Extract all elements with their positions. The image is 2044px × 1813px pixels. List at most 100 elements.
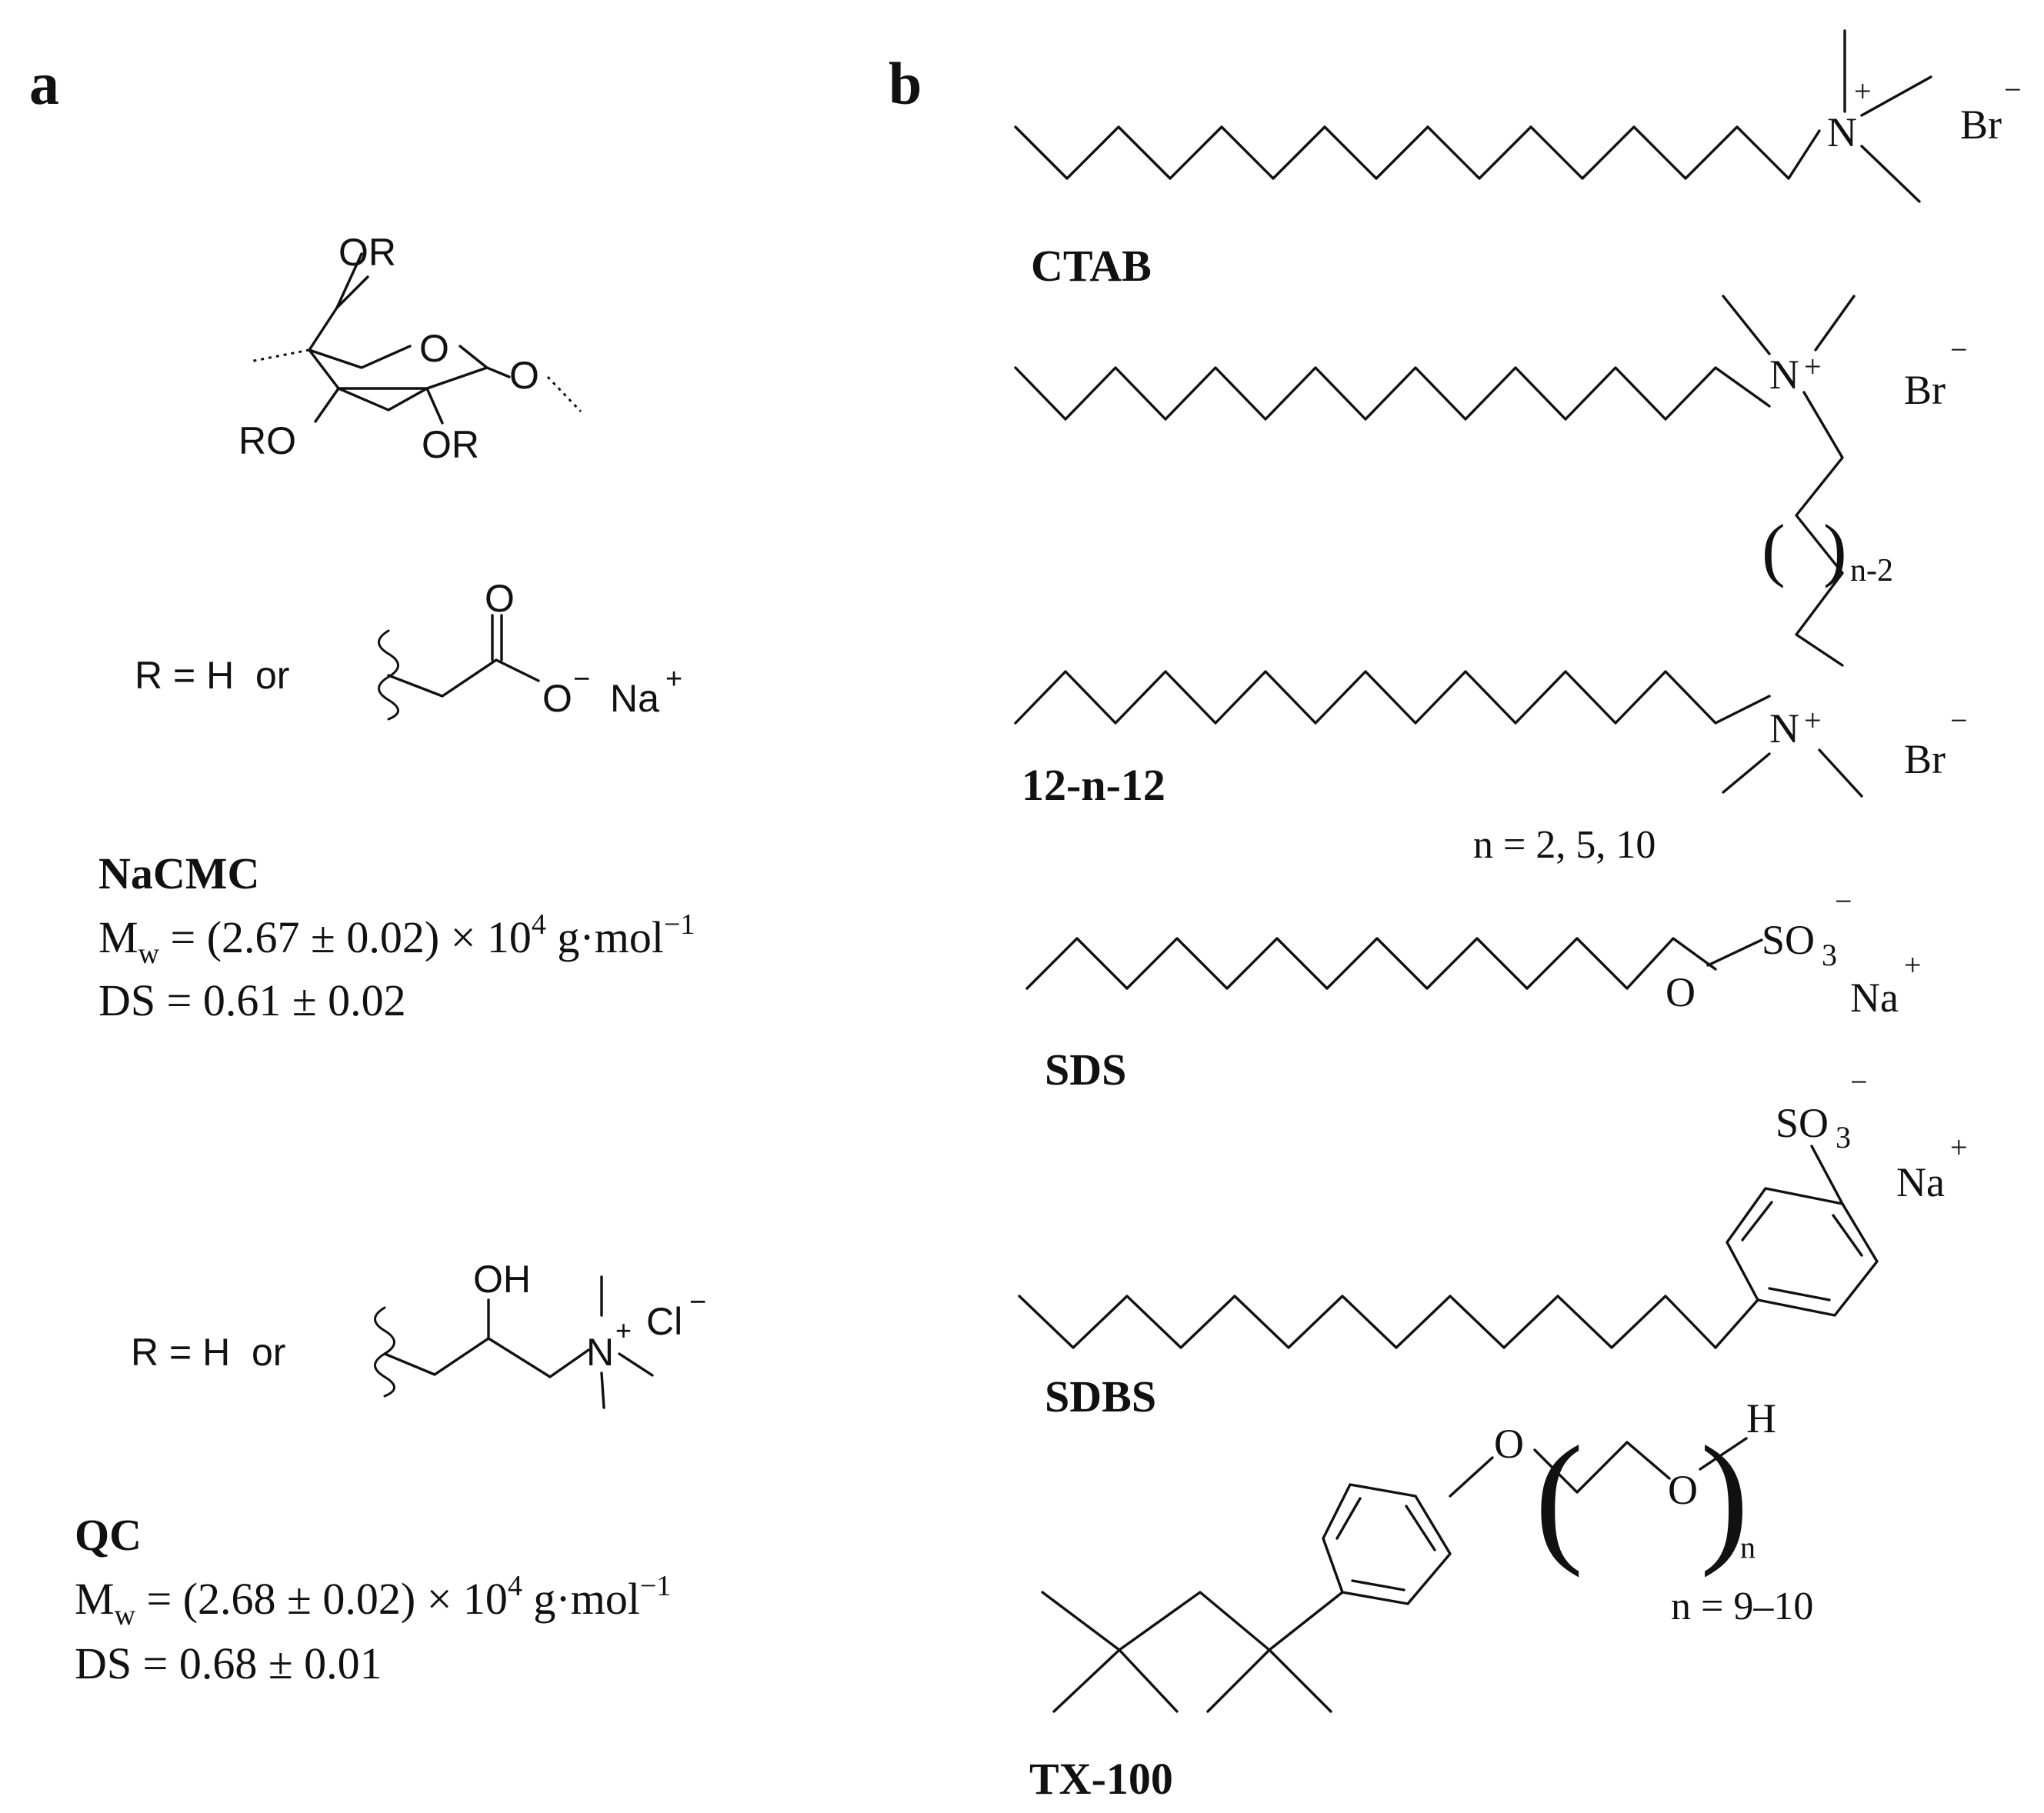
sds-o-s-bond (1706, 938, 1763, 967)
sdbs-name: SDBS (1045, 1371, 1156, 1421)
qc-substituent-structure: R = H or OH N + Cl − (131, 1258, 706, 1409)
qc-chain-bonds (383, 1337, 590, 1378)
tx100-name: TX-100 (1029, 1754, 1173, 1804)
sdbs-benzyl-bond (1714, 1298, 1759, 1349)
sds-name: SDS (1045, 1045, 1126, 1095)
glucose-left-linkage (249, 348, 310, 363)
gemini-top-methyl-bonds (1722, 295, 1856, 355)
gemini-top-nitrogen: N (1769, 352, 1799, 398)
sdbs-counterion: Na (1896, 1159, 1945, 1205)
qc-wavy-bond (374, 1306, 395, 1398)
tx100-terminal-bond (1699, 1437, 1748, 1471)
tx100-benzene-ring (1322, 1483, 1452, 1605)
qc-nitrogen-charge: + (615, 1315, 632, 1346)
ctab-counterion-charge: − (2004, 72, 2022, 107)
qc-counterion: Cl (646, 1300, 682, 1343)
gemini-n-values: n = 2, 5, 10 (1473, 823, 1656, 867)
gemini-bottom-alkyl-chain (1014, 670, 1771, 725)
sds-structure: O SO 3 − Na + SDS (1025, 884, 1922, 1095)
tx100-ethoxy-bonds (1533, 1441, 1671, 1494)
gemini-spacer-bonds (1795, 391, 1844, 667)
nacmc-substituent-structure: R = H or O O − Na + (135, 577, 682, 721)
nacmc-carboxylate-charge: − (573, 663, 590, 695)
gemini-repeat-subscript: n-2 (1850, 553, 1893, 588)
ctab-alkyl-chain (1014, 125, 1821, 180)
tx100-ether-oxygen: O (1494, 1421, 1524, 1467)
tx100-repeat-oxygen: O (1668, 1467, 1698, 1513)
gemini-top-counterion-charge: − (1950, 332, 1968, 367)
qc-nitrogen: N (586, 1331, 614, 1374)
sdbs-benzene-ring (1726, 1187, 1879, 1317)
tx100-repeat-subscript: n (1740, 1530, 1756, 1565)
panel-a: a OR O O RO OR R = H or O O − Na + (29, 50, 706, 1688)
sdbs-alkyl-chain (1018, 1295, 1717, 1349)
qc-r-definition: R = H or (131, 1331, 285, 1374)
sdbs-benzene-inner-bonds (1741, 1201, 1863, 1301)
gemini-name: 12-n-12 (1022, 760, 1165, 810)
glucose-substituent-right: OR (422, 423, 479, 466)
nacmc-r-definition: R = H or (135, 654, 289, 697)
qc-name: QC (75, 1510, 142, 1560)
tx100-repeat-open-paren: ( (1535, 1417, 1583, 1578)
tx100-structure: O O H ( ) n n = 9–10 TX-100 (1029, 1395, 1813, 1804)
sds-alkyl-chain (1025, 937, 1717, 990)
glucose-substituent-left: RO (238, 419, 296, 462)
sds-sulfonate-charge: − (1835, 884, 1852, 918)
panel-b-label: b (889, 50, 922, 117)
qc-methyl-bonds (600, 1275, 654, 1409)
nacmc-chain-bonds (387, 658, 540, 698)
gemini-bottom-methyl-bonds (1722, 748, 1863, 798)
nacmc-name: NaCMC (98, 848, 259, 898)
tx100-ether-bond (1449, 1456, 1494, 1498)
nacmc-carbonyl-oxygen: O (485, 577, 515, 620)
sdbs-sulfonate-charge: − (1850, 1065, 1868, 1099)
gemini-bottom-nitrogen: N (1769, 705, 1799, 752)
nacmc-counterion-charge: + (665, 663, 682, 695)
gemini-top-nitrogen-charge: + (1804, 349, 1822, 384)
sds-sulfonate: SO (1762, 917, 1815, 963)
nacmc-molecular-weight: Mw = (2.67 ± 0.02) × 104 g·mol−1 (98, 908, 695, 970)
ctab-counterion: Br (1960, 102, 2002, 148)
panel-b: b N + Br − CTAB N + N + Br − Br − ( (889, 29, 2022, 1804)
gemini-repeat-open-paren: ( (1762, 510, 1786, 588)
qc-degree-of-substitution: DS = 0.68 ± 0.01 (75, 1638, 382, 1688)
glucose-ring-oxygen: O (419, 327, 449, 370)
sds-sulfonate-subscript: 3 (1822, 938, 1837, 972)
ctab-structure: N + Br − CTAB (1014, 29, 2022, 291)
sdbs-sulfonate: SO (1776, 1100, 1829, 1146)
tx100-n-values: n = 9–10 (1671, 1585, 1813, 1628)
nacmc-carboxylate-oxygen: O (542, 677, 572, 720)
tx100-repeat-close-paren: ) (1700, 1417, 1749, 1578)
ctab-nitrogen: N (1827, 109, 1857, 155)
sdbs-s-bond (1810, 1145, 1844, 1205)
gemini-top-alkyl-chain (1014, 366, 1771, 421)
sds-counterion: Na (1850, 975, 1899, 1021)
ctab-nitrogen-charge: + (1854, 74, 1872, 108)
qc-molecular-weight: Mw = (2.68 ± 0.02) × 104 g·mol−1 (75, 1570, 671, 1631)
tx100-terminal-hydrogen: H (1746, 1395, 1776, 1441)
nacmc-carbonyl-bond (491, 614, 503, 662)
gemini-repeat-close-paren: ) (1823, 510, 1847, 588)
gemini-12-n-12-structure: N + N + Br − Br − ( ) n-2 12-n-12 n = 2,… (1014, 295, 1968, 867)
glucose-unit-structure: OR O O RO OR (238, 231, 582, 466)
sdbs-structure: SO 3 − Na + SDBS (1018, 1065, 1968, 1421)
ctab-name: CTAB (1031, 241, 1152, 291)
glucose-c6-bond (335, 252, 363, 309)
panel-a-label: a (29, 50, 59, 117)
glucose-ring-bonds (308, 275, 511, 425)
glucose-right-linkage (546, 375, 582, 413)
gemini-bottom-counterion-charge: − (1950, 703, 1968, 738)
nacmc-degree-of-substitution: DS = 0.61 ± 0.02 (98, 975, 406, 1025)
gemini-top-counterion: Br (1904, 367, 1946, 413)
sds-counterion-charge: + (1904, 948, 1922, 982)
tx100-tert-octyl-bonds (1041, 1591, 1344, 1713)
sdbs-counterion-charge: + (1950, 1130, 1968, 1165)
ctab-methyl-bonds (1843, 29, 1932, 203)
gemini-bottom-counterion: Br (1904, 736, 1946, 782)
nacmc-wavy-bond (378, 629, 399, 721)
gemini-bottom-nitrogen-charge: + (1804, 703, 1822, 738)
sds-oxygen: O (1666, 969, 1696, 1015)
glucose-glycosidic-oxygen: O (509, 354, 539, 397)
qc-counterion-charge: − (689, 1286, 706, 1318)
